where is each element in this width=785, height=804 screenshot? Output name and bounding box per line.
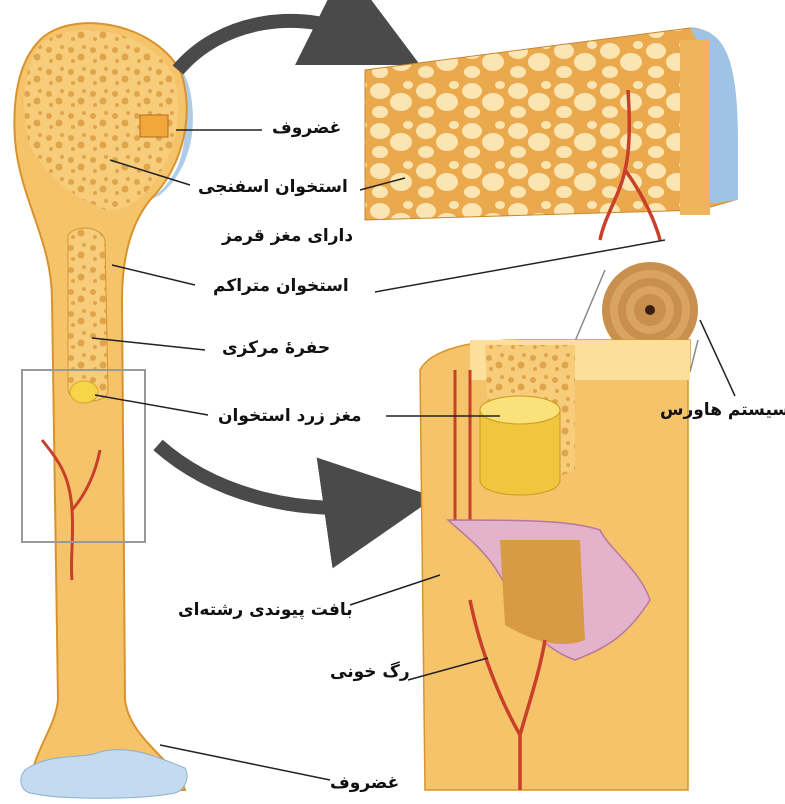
arrow-top xyxy=(178,21,370,70)
label-cartilage-top: غضروف xyxy=(272,120,341,137)
label-spongy-bone: استخوان اسفنجی xyxy=(198,179,348,196)
fibrous-spongy xyxy=(500,540,585,644)
spongy-block-top xyxy=(365,28,735,220)
spongy-bone-block xyxy=(365,28,738,240)
label-connective-tissue: بافت پیوندی رشته‌ای xyxy=(178,602,353,619)
compact-layer-right xyxy=(680,40,710,215)
yellow-marrow-small xyxy=(70,381,98,403)
haversian-zoom-line2 xyxy=(690,340,698,372)
shaft-section xyxy=(420,340,690,790)
label-central-cavity: حفرهٔ مرکزی xyxy=(222,340,330,357)
arrow-middle xyxy=(158,445,380,508)
label-yellow-marrow: مغز زرد استخوان xyxy=(218,408,362,425)
yellow-marrow-top xyxy=(480,396,560,424)
cartilage-notch xyxy=(140,115,168,137)
label-compact-bone: استخوان متراکم xyxy=(213,278,349,295)
label-red-marrow: دارای مغز قرمز xyxy=(222,228,353,245)
label-cartilage-bottom: غضروف xyxy=(330,775,399,792)
label-blood-vessel: رگ خونی xyxy=(330,664,410,681)
long-bone xyxy=(14,23,193,798)
medullary-cavity xyxy=(68,228,108,401)
label-haversian-system: سیستم هاورس xyxy=(660,402,785,419)
